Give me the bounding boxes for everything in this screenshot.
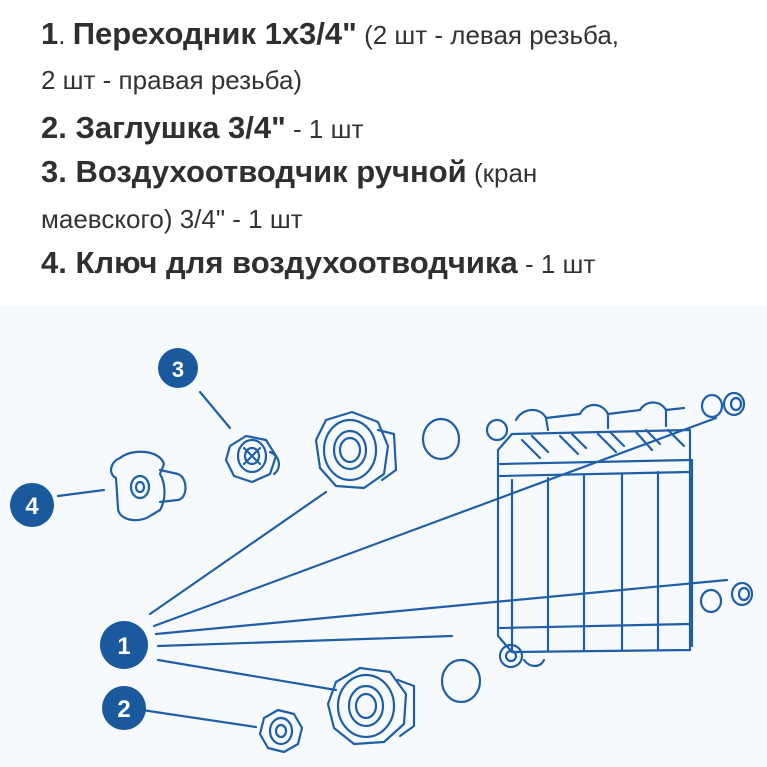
callout-3: 3 [158,348,198,388]
callout-1: 1 [100,621,148,669]
item-1-detail: (2 шт - левая резьба, [356,20,620,50]
item-3-number: 3. [41,154,67,189]
callout-4: 4 [10,483,54,527]
item-2-number: 2. [41,110,67,145]
item-3-name: Воздухоотводчик ручной [66,154,467,189]
item-3-line-1: 3. Воздухоотводчик ручной (кран [41,156,537,187]
item-1-number: 1 [41,16,59,51]
air-vent-key-part [110,450,187,522]
item-1-separator: . [58,20,73,50]
plug-part [258,708,304,754]
lower-gasket [440,658,482,704]
item-4-name: Ключ для воздухоотводчика [66,245,518,280]
lower-adapter-part [326,666,416,746]
item-1-name: Переходник 1х3/4" [72,16,357,51]
radiator [485,401,694,669]
item-4-number: 4. [41,245,67,280]
item-3-detail: (кран [466,158,538,188]
upper-adapter-part [314,410,398,490]
parts-list: 1. Переходник 1х3/4" (2 шт - левая резьб… [0,0,767,300]
air-vent-part [224,434,280,484]
item-4-line: 4. Ключ для воздухоотводчика - 1 шт [41,247,595,278]
diagram-svg: 3 4 1 2 [10,348,754,754]
callout-1-label: 1 [117,633,130,660]
leader-lines [56,390,729,729]
callout-3-label: 3 [172,357,184,382]
item-4-detail: - 1 шт [517,249,596,279]
item-1-line-1: 1. Переходник 1х3/4" (2 шт - левая резьб… [41,18,619,49]
item-2-name: Заглушка 3/4" [66,110,286,145]
item-1-line-2: 2 шт - правая резьба) [41,65,303,95]
item-2-detail: - 1 шт [285,114,364,144]
upper-gasket [421,417,461,461]
callout-4-label: 4 [25,493,39,520]
callout-2: 2 [102,686,146,730]
item-3-line-2: маевского) 3/4" - 1 шт [41,204,303,234]
callout-2-label: 2 [117,696,130,723]
right-side-plugs [699,391,754,614]
radiator-kit-diagram: 3 4 1 2 [0,305,767,767]
item-2-line: 2. Заглушка 3/4" - 1 шт [41,112,363,143]
